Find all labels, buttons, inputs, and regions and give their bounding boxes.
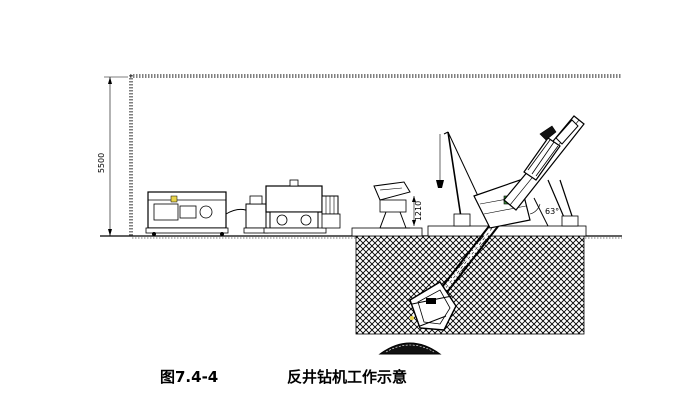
room-height-label: 5500 <box>97 153 106 173</box>
foundation-slab-left <box>351 227 423 237</box>
figure-number: 图7.4-4 <box>160 368 219 386</box>
drill-rig: 63° <box>473 115 585 229</box>
machine-height-label: 1210 <box>414 201 423 221</box>
pump-station <box>243 195 269 234</box>
auxiliary-crane <box>436 131 479 227</box>
left-wall <box>129 75 133 236</box>
room-height-dimension: 5500 <box>97 76 128 237</box>
muck-pile <box>378 342 442 355</box>
figure-title: 反井钻机工作示意 <box>287 368 408 386</box>
oil-tank <box>263 179 327 234</box>
ceiling-line <box>130 74 622 78</box>
machine-height-dimension: 1210 <box>412 196 423 226</box>
tilt-angle-label: 63° <box>545 207 559 216</box>
operator-console <box>373 181 411 229</box>
power-unit <box>145 191 229 236</box>
electric-motor <box>321 195 341 229</box>
pilot-hole <box>431 211 507 305</box>
reaming-bit <box>409 281 457 331</box>
foundation-slab-right <box>427 225 587 237</box>
